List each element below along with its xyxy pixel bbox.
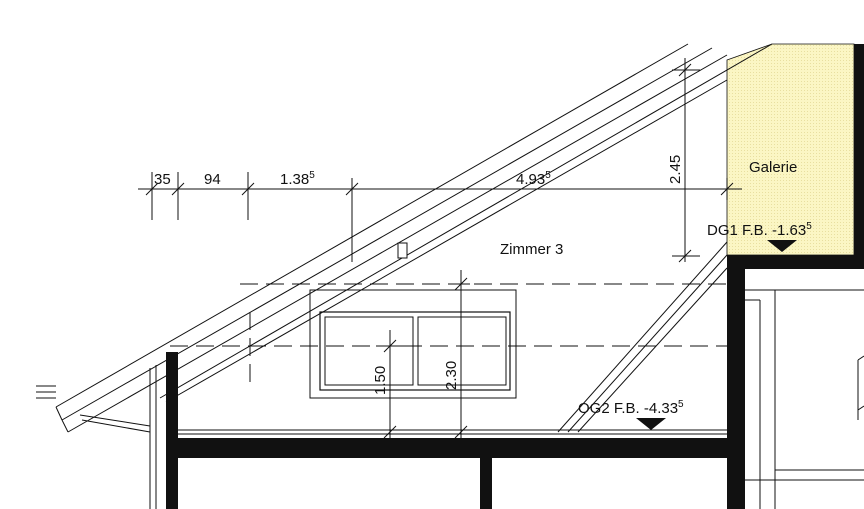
window [309, 289, 517, 399]
vertical-dimension-lines [376, 58, 700, 439]
dg1-level-marker [767, 240, 797, 252]
dimension-label-94: 94 [204, 171, 221, 188]
brace-lines [557, 241, 728, 433]
horizontal-dimension-line [138, 172, 742, 262]
dimension-label-138: 1.385 [280, 170, 315, 188]
dimension-label-230: 2.30 [443, 361, 460, 390]
level-label-og2: OG2 F.B. -4.335 [578, 399, 684, 417]
dimension-label-245: 2.45 [667, 155, 684, 184]
room-label-galerie: Galerie [749, 159, 797, 176]
dimension-label-493: 4.935 [516, 170, 551, 188]
og2-level-marker [636, 418, 666, 430]
room-label-zimmer: Zimmer 3 [500, 241, 563, 258]
ridge-marker [397, 242, 408, 259]
roof-rafters [36, 43, 773, 433]
walls [166, 44, 864, 509]
level-label-dg1: DG1 F.B. -1.635 [707, 221, 812, 239]
dimension-label-150: 1.50 [372, 366, 389, 395]
dashed-lines [170, 283, 727, 390]
dimension-label-35: 35 [154, 171, 171, 188]
wall-outlines [149, 289, 864, 509]
